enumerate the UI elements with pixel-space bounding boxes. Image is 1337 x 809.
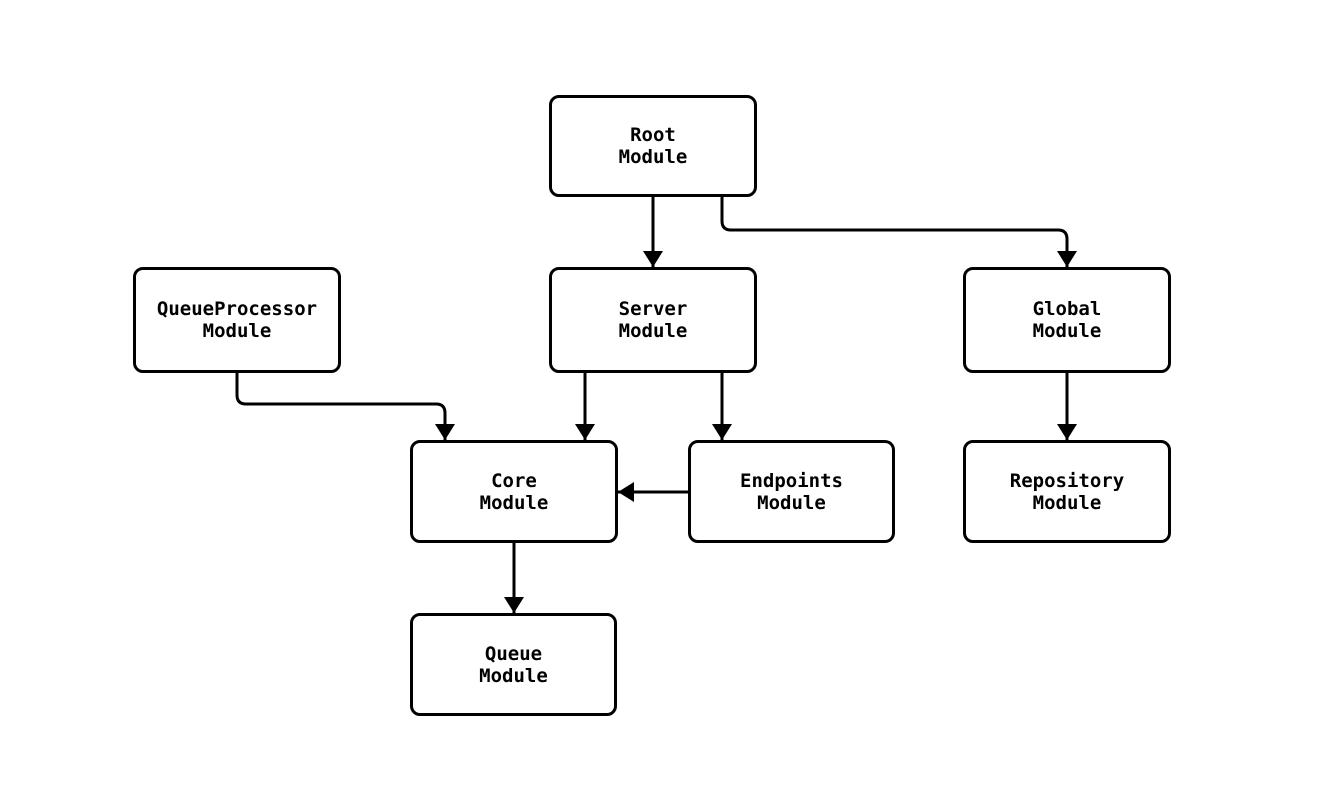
node-repository-label: Repository Module — [1009, 469, 1125, 514]
node-endpoints: Endpoints Module — [688, 440, 895, 543]
node-root-label: Root Module — [618, 124, 688, 168]
node-global: Global Module — [963, 267, 1171, 373]
node-server: Server Module — [549, 267, 757, 373]
node-queueprocessor: QueueProcessor Module — [133, 267, 341, 373]
node-queueprocessor-label: QueueProcessor Module — [156, 298, 318, 342]
node-server-label: Server Module — [618, 298, 688, 342]
node-queue-label: Queue Module — [479, 642, 548, 687]
edge-group — [235, 197, 1077, 613]
edge-queueprocessor-to-core — [235, 373, 455, 440]
node-global-label: Global Module — [1032, 298, 1102, 342]
edge-root-to-global — [720, 197, 1077, 267]
node-root: Root Module — [549, 95, 757, 197]
node-queue: Queue Module — [410, 613, 617, 716]
node-repository: Repository Module — [963, 440, 1171, 543]
node-endpoints-label: Endpoints Module — [740, 469, 843, 514]
node-core: Core Module — [410, 440, 618, 543]
node-core-label: Core Module — [479, 469, 549, 514]
